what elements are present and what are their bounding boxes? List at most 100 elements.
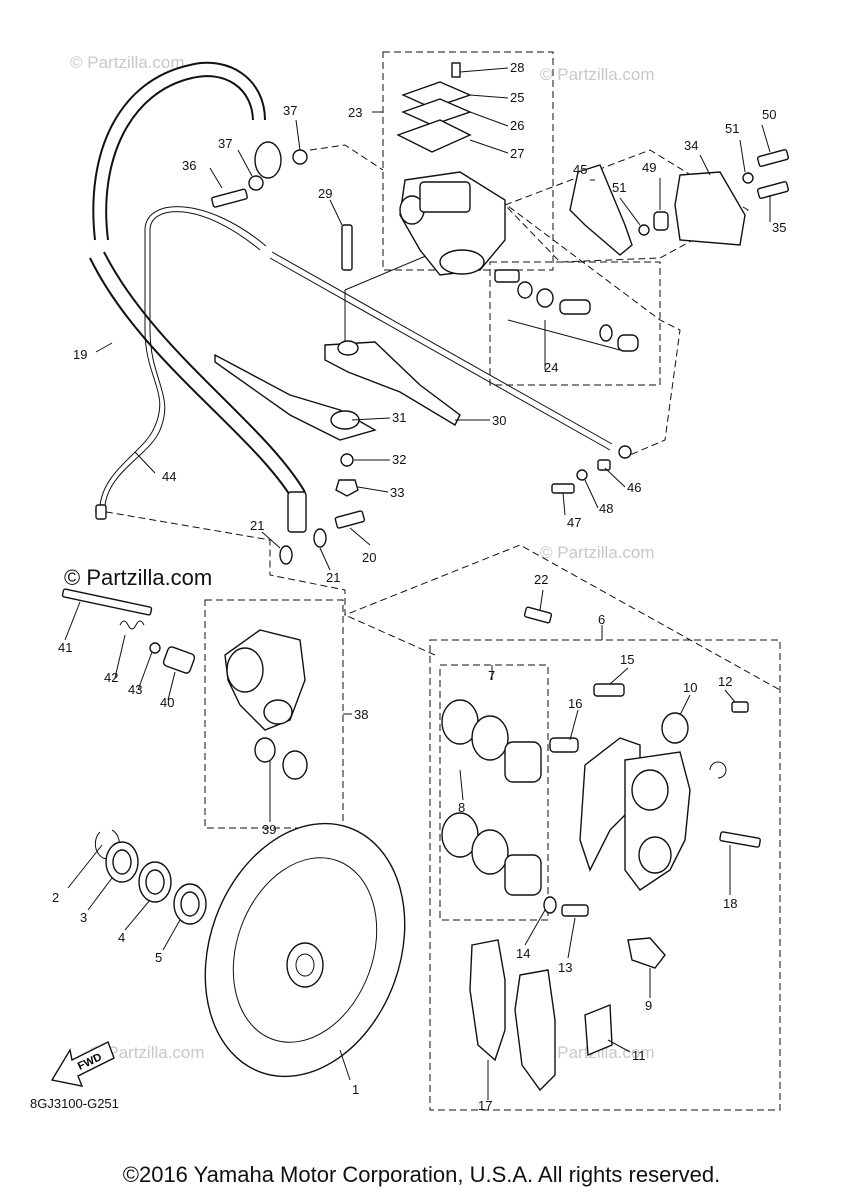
callout-44: 44 bbox=[162, 469, 176, 484]
callout-45: 45 bbox=[573, 162, 587, 177]
fwd-indicator: FWD bbox=[50, 1041, 115, 1087]
washer-21 bbox=[313, 528, 327, 548]
brake-pad-17 bbox=[469, 939, 506, 1062]
callout-1: 1 bbox=[352, 1082, 359, 1097]
nut-33 bbox=[335, 479, 359, 497]
callout-24: 24 bbox=[544, 360, 558, 375]
callout-12: 12 bbox=[718, 674, 732, 689]
cap-10 bbox=[661, 712, 689, 744]
washer-37 bbox=[292, 149, 308, 165]
callout-35: 35 bbox=[772, 220, 786, 235]
seal-8 bbox=[471, 715, 509, 761]
callout-19: 19 bbox=[73, 347, 87, 362]
front-caliper-group-box bbox=[429, 639, 781, 1111]
bolt-36 bbox=[211, 188, 248, 208]
front-caliper bbox=[441, 606, 761, 1092]
callout-31: 31 bbox=[392, 410, 406, 425]
callout-18: 18 bbox=[723, 896, 737, 911]
washer-21 bbox=[279, 545, 293, 565]
lever-45 bbox=[569, 164, 633, 256]
callout-37: 37 bbox=[283, 103, 297, 118]
banjo-bolt-parts bbox=[279, 510, 366, 565]
callout-7: 7 bbox=[488, 668, 495, 683]
bolt-47 bbox=[551, 483, 575, 494]
caliper-seal-kit-group-box bbox=[439, 664, 549, 921]
bolt-20 bbox=[334, 510, 366, 529]
callout-40: 40 bbox=[160, 695, 174, 710]
callout-labels: 28 25 26 27 23 37 37 36 29 19 44 31 30 3… bbox=[52, 60, 786, 1113]
callout-47: 47 bbox=[567, 515, 581, 530]
collar-16 bbox=[549, 737, 579, 753]
piston-kit bbox=[494, 269, 639, 352]
screw-28 bbox=[451, 62, 461, 78]
callout-49: 49 bbox=[642, 160, 656, 175]
callout-21: 21 bbox=[250, 518, 264, 533]
callout-10: 10 bbox=[683, 680, 697, 695]
callout-41: 41 bbox=[58, 640, 72, 655]
brake-cable-30 bbox=[269, 251, 632, 459]
callout-39: 39 bbox=[262, 822, 276, 837]
pad-spring-11 bbox=[584, 1003, 613, 1057]
spring-42 bbox=[119, 620, 145, 630]
bolt-35 bbox=[756, 181, 790, 199]
callout-21: 21 bbox=[326, 570, 340, 585]
washer-43 bbox=[149, 642, 161, 654]
callout-leaders bbox=[64, 67, 771, 1100]
callout-4: 4 bbox=[118, 930, 125, 945]
callout-38: 38 bbox=[354, 707, 368, 722]
collar-49 bbox=[653, 211, 669, 231]
callout-36: 36 bbox=[182, 158, 196, 173]
callout-34: 34 bbox=[684, 138, 698, 153]
callout-22: 22 bbox=[534, 572, 548, 587]
callout-29: 29 bbox=[318, 186, 332, 201]
callout-42: 42 bbox=[104, 670, 118, 685]
bolt-13 bbox=[561, 904, 589, 917]
copyright-notice: ©2016 Yamaha Motor Corporation, U.S.A. A… bbox=[122, 1162, 721, 1187]
callout-37: 37 bbox=[218, 136, 232, 151]
callout-48: 48 bbox=[599, 501, 613, 516]
callout-17: 17 bbox=[478, 1098, 492, 1113]
collar-40 bbox=[162, 646, 196, 674]
callout-11: 11 bbox=[632, 1048, 646, 1063]
callout-20: 20 bbox=[362, 550, 376, 565]
watermark-faint: © Partzilla.com bbox=[540, 543, 655, 562]
diaphragm bbox=[396, 119, 472, 153]
levers bbox=[214, 340, 461, 497]
callout-15: 15 bbox=[620, 652, 634, 667]
watermark-main: © Partzilla.com bbox=[64, 565, 212, 590]
callout-28: 28 bbox=[510, 60, 524, 75]
bracket-assembly bbox=[569, 149, 790, 256]
lever-upper bbox=[324, 341, 461, 426]
brake-cable-44 bbox=[95, 206, 267, 520]
piston-kit-group-box bbox=[489, 261, 661, 386]
bolt-18 bbox=[719, 831, 761, 848]
washer-32 bbox=[340, 453, 354, 467]
callout-51: 51 bbox=[612, 180, 626, 195]
washer-48 bbox=[576, 469, 588, 481]
piston-7 bbox=[504, 854, 542, 896]
callout-2: 2 bbox=[52, 890, 59, 905]
watermark-faint: © Partzilla.com bbox=[90, 1043, 205, 1062]
fwd-arrow-icon bbox=[50, 1041, 115, 1087]
union-fitting bbox=[254, 141, 282, 179]
callout-43: 43 bbox=[128, 682, 142, 697]
callout-33: 33 bbox=[390, 485, 404, 500]
master-cylinder-group-box bbox=[382, 51, 554, 271]
callout-16: 16 bbox=[568, 696, 582, 711]
bleed-12 bbox=[731, 701, 749, 713]
callout-5: 5 bbox=[155, 950, 162, 965]
callout-46: 46 bbox=[627, 480, 641, 495]
bolt-41 bbox=[61, 588, 153, 616]
washer-51 bbox=[638, 224, 650, 236]
callout-27: 27 bbox=[510, 146, 524, 161]
rotor-and-washers bbox=[94, 822, 406, 1078]
hose-fitting bbox=[287, 491, 307, 533]
callout-23: 23 bbox=[348, 105, 362, 120]
seal-8 bbox=[471, 829, 509, 875]
callout-3: 3 bbox=[80, 910, 87, 925]
watermark-faint: © Partzilla.com bbox=[540, 65, 655, 84]
callout-30: 30 bbox=[492, 413, 506, 428]
callout-32: 32 bbox=[392, 452, 406, 467]
bolt-50 bbox=[756, 149, 790, 167]
